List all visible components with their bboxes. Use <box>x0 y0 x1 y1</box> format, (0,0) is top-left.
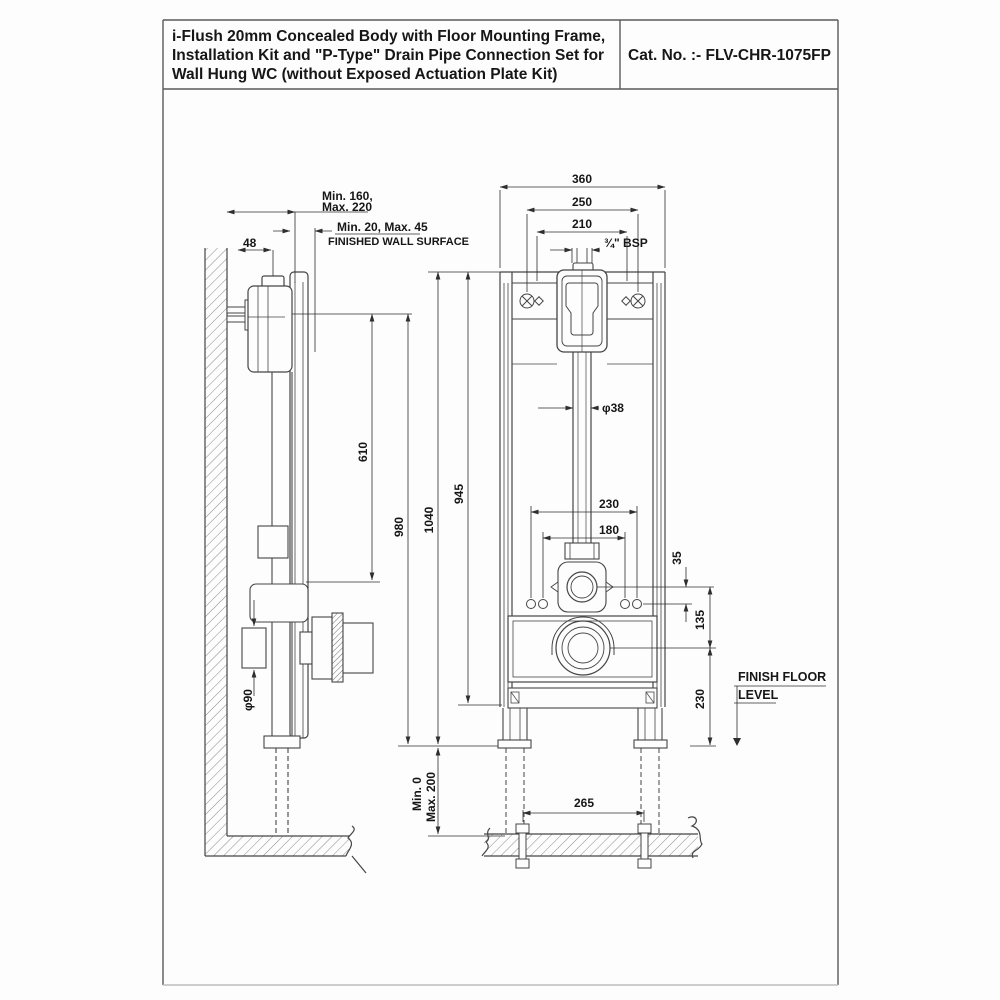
drain-stub <box>241 627 267 669</box>
dim-bsp: ¾" BSP <box>604 236 648 250</box>
dim-230-vertical: 230 <box>693 689 707 709</box>
flush-pipe-front <box>572 352 592 543</box>
frame-rail-side <box>289 271 309 739</box>
title-line-1: i-Flush 20mm Concealed Body with Floor M… <box>172 28 605 45</box>
access-box <box>556 262 608 353</box>
keyhole-opening <box>565 282 599 336</box>
valve-sleeve <box>257 525 289 559</box>
floor-break-line <box>345 825 355 857</box>
flush-elbow <box>550 542 614 613</box>
dim-phi38: φ38 <box>602 401 624 415</box>
drain-panel <box>507 615 658 683</box>
floor-break-left <box>481 827 491 857</box>
dim-210: 210 <box>572 217 592 231</box>
dim-980: 980 <box>392 517 406 537</box>
dim-35: 35 <box>670 551 684 565</box>
foot-plate-left <box>497 739 532 749</box>
dim-phi90: φ90 <box>241 689 255 711</box>
dim-265: 265 <box>574 796 594 810</box>
wc-fixing-holes <box>526 599 642 609</box>
dim-180: 180 <box>599 523 619 537</box>
fixing-bolts <box>519 293 646 309</box>
drain-connection-side <box>241 525 374 683</box>
flush-bend-housing <box>249 583 309 623</box>
floor-slab <box>481 816 703 859</box>
finish-floor-label-1: FINISH FLOOR <box>738 670 826 684</box>
front-view: 360 250 210 ¾" BSP φ38 230 180 35 135 23… <box>481 172 826 869</box>
dim-wall-distance-1: Min. 160, <box>322 189 373 203</box>
finish-floor-arrow <box>733 738 741 746</box>
side-view: Min. 160, Max. 220 Min. 20, Max. 45 FINI… <box>204 189 505 874</box>
dim-floor-adjust-min: Min. 0 <box>410 777 424 811</box>
dim-360: 360 <box>572 172 592 186</box>
drain-opening <box>555 620 611 676</box>
side-dimension-labels: Min. 160, Max. 220 Min. 20, Max. 45 FINI… <box>241 189 469 822</box>
foot-plate-side <box>263 735 301 749</box>
anchor-bolts <box>515 823 652 869</box>
water-inlet <box>571 248 593 263</box>
seal-ring <box>331 612 344 683</box>
title-line-2: Installation Kit and "P-Type" Drain Pipe… <box>172 47 604 64</box>
title-block: i-Flush 20mm Concealed Body with Floor M… <box>172 28 831 83</box>
cistern-body-side <box>247 275 293 373</box>
dim-finish-depth: Min. 20, Max. 45 <box>337 220 428 234</box>
foot-plate-right <box>633 739 668 749</box>
dim-1040: 1040 <box>422 506 436 533</box>
frame-legs <box>497 708 668 834</box>
finished-wall-surface-label: FINISHED WALL SURFACE <box>328 236 469 248</box>
finish-floor-label-2: LEVEL <box>738 688 779 702</box>
dim-135: 135 <box>693 610 707 630</box>
floor-break-right <box>687 816 703 859</box>
wall-section <box>204 248 367 874</box>
dim-610: 610 <box>356 442 370 462</box>
title-line-3: Wall Hung WC (without Exposed Actuation … <box>172 66 557 83</box>
sheet-border <box>162 19 839 986</box>
catalog-number: Cat. No. :- FLV-CHR-1075FP <box>628 47 831 64</box>
bottom-crossmember <box>507 687 658 709</box>
dim-wall-distance-2: Max. 220 <box>322 200 372 214</box>
dim-945: 945 <box>452 484 466 504</box>
dim-body-depth: 48 <box>243 236 257 250</box>
dim-floor-adjust-max: Max. 200 <box>424 772 438 822</box>
front-dimensions <box>499 184 826 822</box>
dim-230-horizontal: 230 <box>599 497 619 511</box>
dim-250: 250 <box>572 195 592 209</box>
flush-pipe-side <box>263 372 301 834</box>
front-dimension-labels: 360 250 210 ¾" BSP φ38 230 180 35 135 23… <box>572 172 826 810</box>
